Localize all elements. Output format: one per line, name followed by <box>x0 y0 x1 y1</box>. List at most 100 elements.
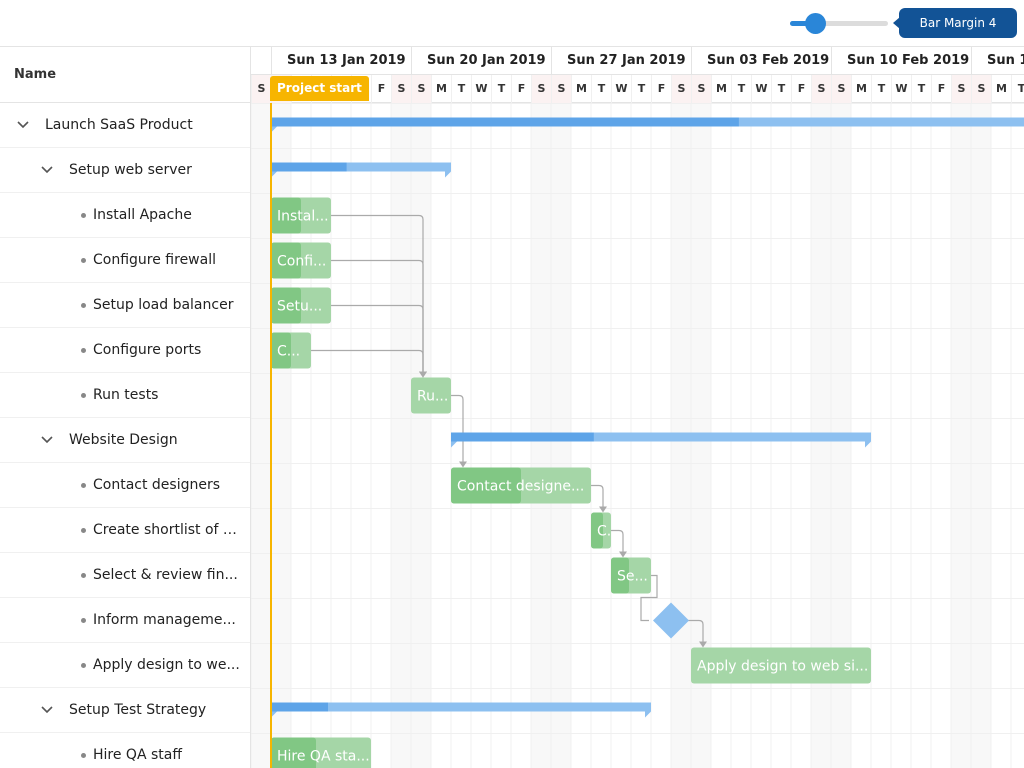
dependency-line <box>331 214 424 372</box>
day-label: F <box>791 75 811 103</box>
task-bar-label: Instal... <box>277 209 329 225</box>
dependency-line <box>591 484 604 507</box>
grid-row-task[interactable]: Setup load balancer <box>0 283 250 328</box>
dependency-line <box>640 574 658 622</box>
task-bar-label: Ru... <box>417 389 448 405</box>
task-bar[interactable] <box>691 647 871 684</box>
day-label: S <box>251 75 271 103</box>
day-label: S <box>411 75 431 103</box>
bullet-icon <box>81 348 86 353</box>
bullet-icon <box>81 618 86 623</box>
grid-row-task[interactable]: Install Apache <box>0 193 250 238</box>
chevron-down-icon[interactable] <box>40 163 54 177</box>
name-column-header[interactable]: Name <box>0 47 250 103</box>
slider-fill <box>790 21 818 26</box>
grid-row-task[interactable]: Run tests <box>0 373 250 418</box>
grid-row-task[interactable]: Contact designers <box>0 463 250 508</box>
milestone-diamond[interactable] <box>653 602 689 639</box>
task-name: Run tests <box>93 387 159 403</box>
dependency-arrow <box>419 371 427 378</box>
day-label: M <box>431 75 451 103</box>
task-bar-label: C... <box>597 524 620 540</box>
task-progress <box>591 512 603 549</box>
project-start-marker: Project start <box>270 76 369 101</box>
grid-row-task[interactable]: Configure firewall <box>0 238 250 283</box>
grid-row-task[interactable]: Apply design to we... <box>0 643 250 688</box>
task-progress <box>271 197 301 234</box>
day-label: T <box>491 75 511 103</box>
grid-row-parent[interactable]: Setup Test Strategy <box>0 688 250 733</box>
bullet-icon <box>81 303 86 308</box>
day-label: S <box>811 75 831 103</box>
grid-row-parent[interactable]: Launch SaaS Product <box>0 103 250 148</box>
bullet-icon <box>81 393 86 398</box>
grid-row-task[interactable]: Inform manageme... <box>0 598 250 643</box>
task-name: Configure firewall <box>93 252 216 268</box>
toolbar: Bar Margin 4 <box>0 0 1024 47</box>
day-label: T <box>591 75 611 103</box>
summary-progress <box>451 432 594 442</box>
week-label: Sun 13 Jan 2019 <box>271 47 411 75</box>
day-label: T <box>451 75 471 103</box>
weekend-column <box>951 103 971 768</box>
day-label: W <box>751 75 771 103</box>
task-name: Setup web server <box>69 162 192 178</box>
weekend-column <box>391 103 411 768</box>
day-label: F <box>371 75 391 103</box>
dependency-line <box>331 304 424 372</box>
task-name: Hire QA staff <box>93 747 182 763</box>
bullet-icon <box>81 528 86 533</box>
grid-row-task[interactable]: Hire QA staff <box>0 733 250 768</box>
day-label: T <box>731 75 751 103</box>
week-label: Sun 20 Jan 2019 <box>411 47 551 75</box>
task-bar-label: Contact designe... <box>457 479 584 495</box>
slider-thumb[interactable] <box>805 13 826 34</box>
task-bar[interactable] <box>411 377 451 414</box>
task-bar-label: C... <box>277 344 300 360</box>
day-label: T <box>631 75 651 103</box>
day-label: W <box>471 75 491 103</box>
grid-row-parent[interactable]: Setup web server <box>0 148 250 193</box>
task-progress <box>271 287 301 324</box>
task-name: Configure ports <box>93 342 202 358</box>
task-bar-label: Confi... <box>277 254 326 270</box>
chevron-down-icon[interactable] <box>40 703 54 717</box>
summary-progress <box>271 702 328 712</box>
task-name: Inform manageme... <box>93 612 236 628</box>
task-progress <box>451 467 521 504</box>
day-header: SSMTWTFSSMTWTFSSMTWTFSSMTWTFSSMTWTFSSMT <box>251 75 1024 103</box>
grid-row-parent[interactable]: Website Design <box>0 418 250 463</box>
chevron-down-icon[interactable] <box>40 433 54 447</box>
task-progress <box>271 737 316 768</box>
day-label: T <box>911 75 931 103</box>
weekend-column <box>971 103 991 768</box>
week-label: Sun 03 Feb 2019 <box>691 47 831 75</box>
day-label: M <box>711 75 731 103</box>
project-start-line <box>270 103 272 768</box>
summary-bar[interactable] <box>271 702 651 718</box>
chevron-down-icon[interactable] <box>16 118 30 132</box>
day-label: S <box>951 75 971 103</box>
task-progress <box>611 557 629 594</box>
grid-row-task[interactable]: Configure ports <box>0 328 250 373</box>
day-label: W <box>611 75 631 103</box>
grid-row-task[interactable]: Select & review fin... <box>0 553 250 598</box>
dependency-arrow <box>459 461 467 468</box>
bar-margin-slider[interactable] <box>790 21 888 26</box>
day-label: S <box>391 75 411 103</box>
task-name: Select & review fin... <box>93 567 238 583</box>
task-name: Apply design to we... <box>93 657 240 673</box>
bullet-icon <box>81 573 86 578</box>
task-bar-label: Apply design to web si... <box>697 659 868 675</box>
day-label: S <box>971 75 991 103</box>
day-label: M <box>851 75 871 103</box>
day-label: S <box>671 75 691 103</box>
task-name: Create shortlist of t... <box>93 522 241 538</box>
dependency-arrow <box>599 506 607 513</box>
task-progress <box>271 242 301 279</box>
grid-row-task[interactable]: Create shortlist of t... <box>0 508 250 553</box>
bullet-icon <box>81 483 86 488</box>
